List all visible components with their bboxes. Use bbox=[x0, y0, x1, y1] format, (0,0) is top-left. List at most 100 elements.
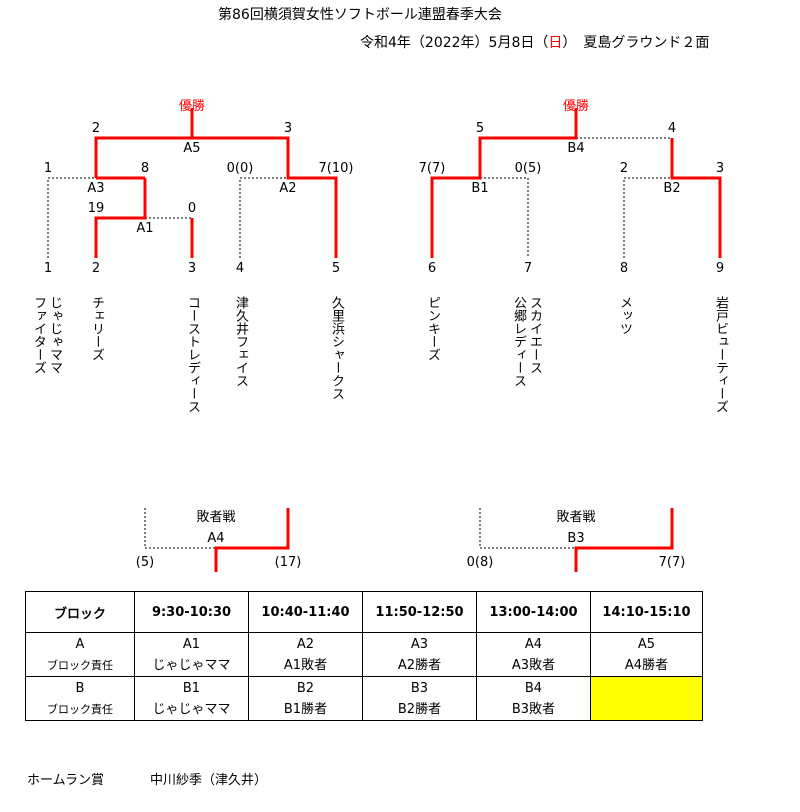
a-slot-2-duty: A1敗者 bbox=[283, 657, 328, 673]
a-slot-5-game: A5 bbox=[637, 636, 656, 652]
b-slot-1: B1 じゃじゃママ bbox=[134, 676, 249, 721]
score-a5-right: 3 bbox=[283, 121, 293, 136]
b-slot-3-game: B3 bbox=[410, 680, 429, 696]
date-prefix: 令和4年（2022年）5月8日（ bbox=[360, 35, 549, 51]
loser-paths bbox=[47, 137, 672, 549]
team-name-5: 久里浜シャークス bbox=[329, 296, 344, 400]
game-label-a5: A5 bbox=[183, 141, 201, 156]
a-slot-4-duty: A3敗者 bbox=[511, 657, 556, 673]
score-a1-left: 19 bbox=[87, 201, 105, 216]
team-name-1: じゃじゃママ ファイターズ bbox=[31, 296, 62, 374]
header-slot-3: 11:50-12:50 bbox=[362, 591, 477, 633]
team-number-4: 4 bbox=[235, 261, 245, 276]
header-block: ブロック bbox=[25, 591, 135, 633]
a-slot-3-duty: A2勝者 bbox=[397, 657, 442, 673]
score-b4-right: 4 bbox=[667, 121, 677, 136]
game-label-a1: A1 bbox=[136, 221, 154, 236]
a-slot-1-game: A1 bbox=[182, 636, 201, 652]
a-slot-1: A1 じゃじゃママ bbox=[134, 632, 249, 677]
team-name-8: メッツ bbox=[617, 296, 632, 335]
team-number-9: 9 bbox=[715, 261, 725, 276]
b-slot-1-game: B1 bbox=[182, 680, 201, 696]
score-b3-right: 7(7) bbox=[658, 555, 686, 570]
b-slot-4-game: B4 bbox=[524, 680, 543, 696]
b-slot-5-empty bbox=[590, 676, 703, 721]
a4-heading: 敗者戦 bbox=[196, 510, 236, 525]
a5-winner-path bbox=[94, 108, 194, 178]
b-slot-2-game: B2 bbox=[296, 680, 315, 696]
block-a-name: A bbox=[75, 636, 85, 652]
team-number-5: 5 bbox=[331, 261, 341, 276]
score-a3-left: 1 bbox=[43, 161, 53, 176]
a1-winner-path bbox=[94, 178, 147, 258]
score-a2-left: 0(0) bbox=[226, 161, 254, 176]
score-a1-right: 0 bbox=[187, 201, 197, 216]
b2-left-loser bbox=[623, 177, 672, 258]
a2-winner-path bbox=[192, 136, 338, 258]
team-name-2: チェリーズ bbox=[89, 296, 104, 361]
header-slot-1: 9:30-10:30 bbox=[134, 591, 249, 633]
game-label-a4: A4 bbox=[207, 531, 225, 546]
b3-heading: 敗者戦 bbox=[556, 510, 596, 525]
winner-paths bbox=[94, 108, 722, 572]
b3-left-loser bbox=[479, 508, 576, 549]
a-slot-3-game: A3 bbox=[410, 636, 429, 652]
schedule-header-row: ブロック 9:30-10:30 10:40-11:40 11:50-12:50 … bbox=[25, 591, 703, 633]
a-slot-1-duty: じゃじゃママ bbox=[152, 657, 231, 673]
score-a5-left: 2 bbox=[91, 121, 101, 136]
team-name-7: スカイエース 公郷レディース bbox=[511, 296, 542, 387]
homerun-label: ホームラン賞 bbox=[27, 773, 104, 788]
b-slot-4-duty: B3敗者 bbox=[511, 701, 556, 717]
team-number-3: 3 bbox=[187, 261, 197, 276]
team-number-2: 2 bbox=[91, 261, 101, 276]
a4-left-loser bbox=[144, 508, 216, 549]
a-slot-4-game: A4 bbox=[524, 636, 543, 652]
header-slot-5: 14:10-15:10 bbox=[590, 591, 703, 633]
b2-winner-path bbox=[670, 138, 722, 258]
game-label-a2: A2 bbox=[279, 181, 297, 196]
homerun-value: 中川紗季（津久井） bbox=[150, 773, 268, 788]
a4-winner-path bbox=[214, 508, 290, 572]
score-a2-right: 7(10) bbox=[318, 161, 354, 176]
score-b4-left: 5 bbox=[475, 121, 485, 136]
venue: ） 夏島グラウンド２面 bbox=[562, 35, 710, 51]
team-number-7: 7 bbox=[523, 261, 533, 276]
score-a4-right: (17) bbox=[274, 555, 302, 570]
b-slot-2-duty: B1勝者 bbox=[283, 701, 328, 717]
b3-winner-path bbox=[574, 508, 674, 572]
block-a-sub: ブロック責任 bbox=[47, 658, 113, 672]
tournament-title: 第86回横須賀女性ソフトボール連盟春季大会 bbox=[218, 7, 502, 23]
team-name-4: 津久井フェイス bbox=[233, 296, 248, 387]
b-slot-1-duty: じゃじゃママ bbox=[152, 701, 231, 717]
b-slot-3-duty: B2勝者 bbox=[397, 701, 442, 717]
game-label-b3: B3 bbox=[567, 531, 585, 546]
game-label-b4: B4 bbox=[567, 141, 585, 156]
score-b1-right: 0(5) bbox=[514, 161, 542, 176]
score-b2-left: 2 bbox=[619, 161, 629, 176]
block-b-sub: ブロック責任 bbox=[47, 702, 113, 716]
team-number-8: 8 bbox=[619, 261, 629, 276]
date-day: 日 bbox=[548, 35, 563, 51]
score-a4-left: (5) bbox=[135, 555, 155, 570]
score-b2-right: 3 bbox=[715, 161, 725, 176]
a3-left-loser bbox=[47, 177, 96, 258]
team-number-6: 6 bbox=[427, 261, 437, 276]
a2-left-loser bbox=[239, 177, 288, 258]
schedule-table: ブロック 9:30-10:30 10:40-11:40 11:50-12:50 … bbox=[25, 591, 703, 721]
champion-label-a: 優勝 bbox=[178, 99, 206, 114]
team-name-3: コーストレディース bbox=[185, 296, 200, 413]
champion-label-b: 優勝 bbox=[562, 99, 590, 114]
block-a-cell: A ブロック責任 bbox=[25, 632, 135, 677]
score-b1-left: 7(7) bbox=[418, 161, 446, 176]
score-b3-left: 0(8) bbox=[466, 555, 494, 570]
header-slot-2: 10:40-11:40 bbox=[248, 591, 363, 633]
